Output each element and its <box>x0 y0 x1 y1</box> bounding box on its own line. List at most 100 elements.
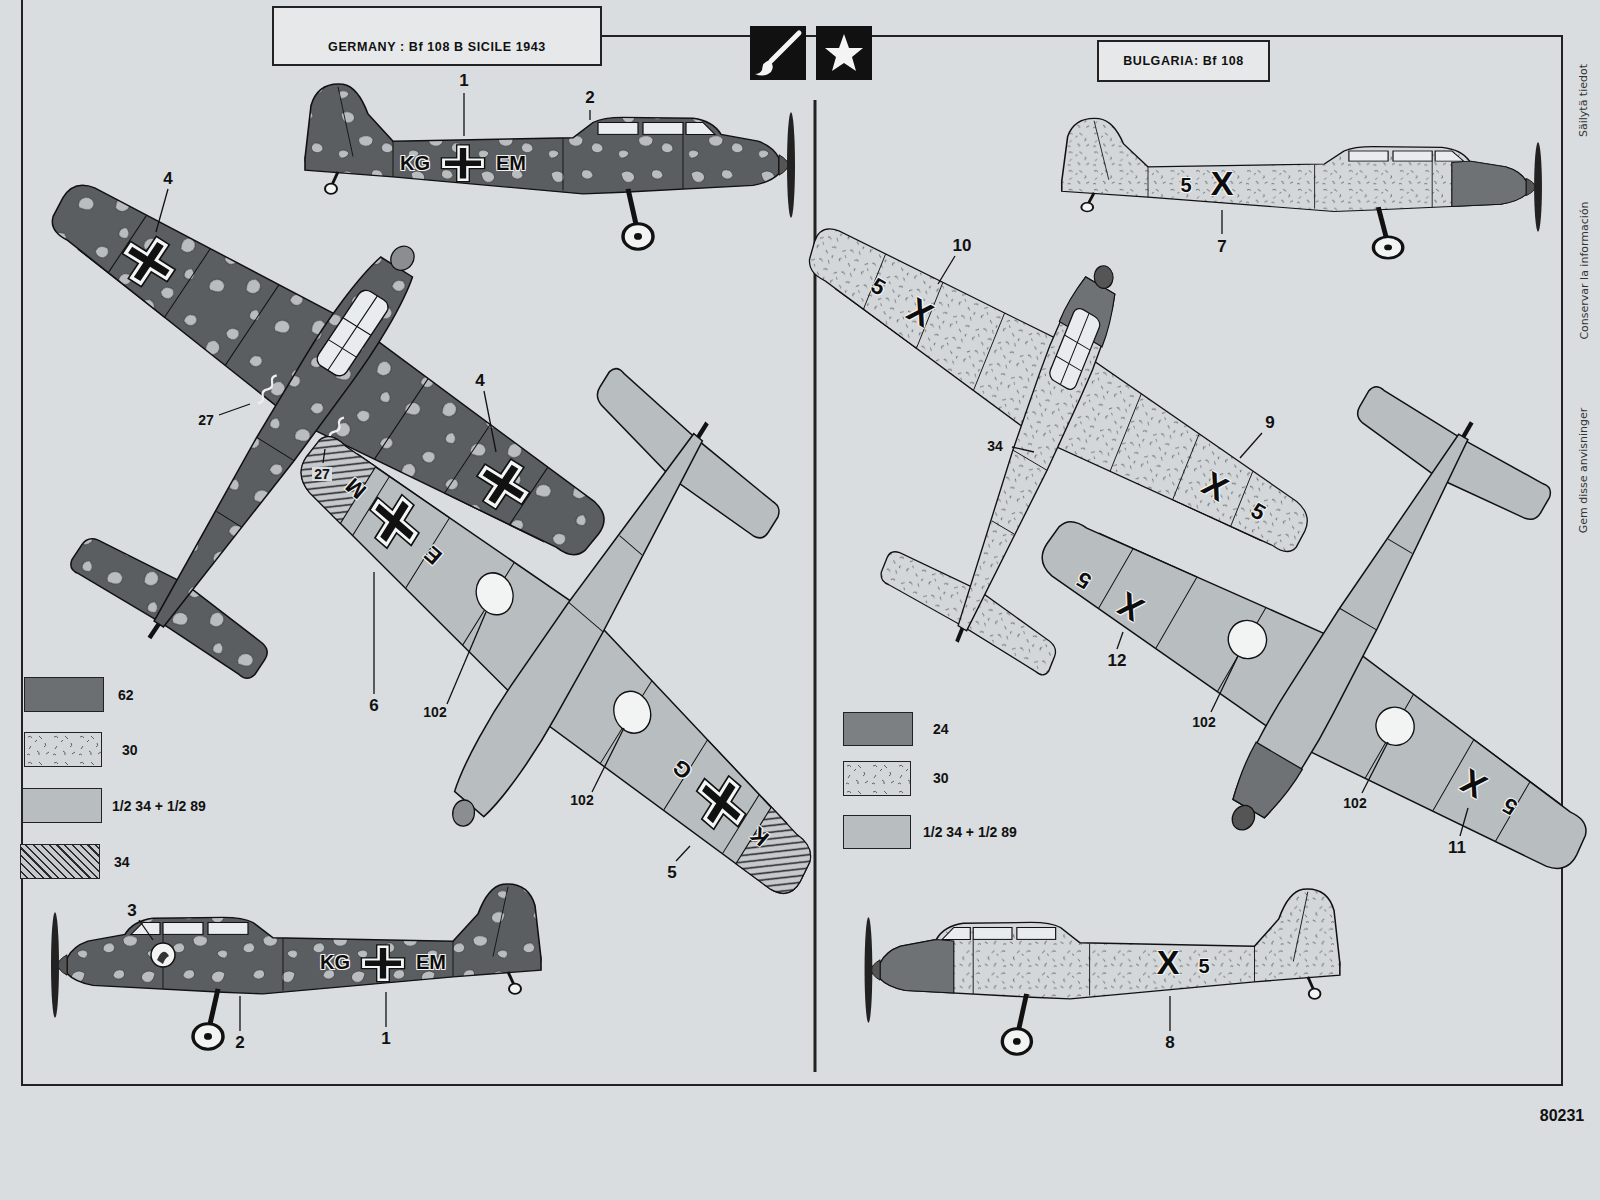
drawing-use <box>441 145 484 182</box>
drawing-use <box>136 253 420 639</box>
drawing-path <box>1012 447 1034 452</box>
drawing-use <box>1062 118 1527 211</box>
drawing-path <box>1117 632 1123 649</box>
drawing-use <box>325 172 653 249</box>
callout-number: 9 <box>1263 414 1276 431</box>
drawing-path <box>1240 433 1262 458</box>
drawing-path <box>589 110 590 120</box>
callout-number: 102 <box>1190 715 1217 729</box>
sheet-frame <box>22 0 1562 1085</box>
drawing-path <box>1211 656 1238 712</box>
drawing-use <box>67 884 541 994</box>
drawing-use <box>942 928 1055 940</box>
aircraft-marking: X <box>1211 166 1234 200</box>
drawing-use <box>361 945 404 982</box>
margin-note: Säilytä tiedot <box>1579 63 1590 136</box>
drawing-path <box>1460 808 1468 836</box>
drawing-use <box>687 763 755 842</box>
drawing-use <box>314 287 392 379</box>
callout-number: 4 <box>161 170 174 187</box>
side-view-german-left <box>51 884 541 1049</box>
legend-text: 1/2 34 + 1/2 89 <box>112 799 206 813</box>
aircraft-marking: KG <box>400 153 430 173</box>
drawing-path <box>676 846 690 861</box>
legend-swatch <box>24 732 102 767</box>
legend-text: 30 <box>933 771 949 785</box>
drawing-use <box>1002 977 1320 1054</box>
drawing-path <box>139 920 153 940</box>
drawing-path <box>771 33 799 61</box>
drawing-path <box>323 449 325 463</box>
drawing-path <box>755 60 773 76</box>
side-view-german-right <box>305 84 795 249</box>
callout-number: 10 <box>951 237 974 254</box>
drawing-path <box>156 189 168 232</box>
drawing-use <box>1048 306 1102 393</box>
callout-number: 8 <box>1163 1034 1176 1051</box>
drawing-path <box>592 728 624 792</box>
drawing-path <box>1221 210 1222 234</box>
legend-text: 1/2 34 + 1/2 89 <box>923 825 1017 839</box>
legend-swatch <box>843 761 911 796</box>
drawing-path <box>22 0 1562 1085</box>
callout-number: 1 <box>379 1030 392 1047</box>
drawing-use <box>386 242 419 275</box>
legend-text: 24 <box>933 722 949 736</box>
drawing-circle <box>607 683 658 742</box>
speckle-texture <box>25 733 102 767</box>
callout-number: 27 <box>312 467 332 481</box>
callout-number: 27 <box>196 413 216 427</box>
legend-swatch <box>20 844 100 879</box>
drawing-path <box>1169 996 1170 1031</box>
callout-number: 7 <box>1215 238 1228 255</box>
drawing-use <box>1349 151 1464 161</box>
unit-emblem <box>151 943 175 967</box>
aircraft-marking: 5 <box>1180 175 1191 195</box>
drawing-use <box>598 123 715 135</box>
drawing-use <box>305 84 779 194</box>
speckle-texture <box>844 762 911 796</box>
speckle-fill <box>844 762 911 796</box>
callout-number: 102 <box>568 793 595 807</box>
leader-lines <box>139 93 1468 1031</box>
aircraft-marking: KG <box>320 952 350 972</box>
aircraft-marking: EM <box>496 153 526 173</box>
callout-number: 2 <box>233 1034 246 1051</box>
drawing-use <box>865 917 881 1022</box>
drawing-path <box>157 952 169 964</box>
drawing-use <box>1081 193 1402 259</box>
plan-view-bottom-german <box>210 210 954 1036</box>
callout-number: 1 <box>457 72 470 89</box>
drawing-circle <box>469 564 520 623</box>
drawing-use <box>51 912 67 1017</box>
drawing-use <box>880 889 1340 999</box>
drawing-use <box>448 795 479 831</box>
callout-number: 6 <box>367 697 380 714</box>
title-box: GERMANY : Bf 108 B SICILE 1943 <box>272 6 602 66</box>
drawing-path <box>484 391 496 452</box>
drawing-circle <box>151 943 175 967</box>
callout-number: 34 <box>985 439 1005 453</box>
callout-number: 3 <box>125 902 138 919</box>
drawing-use <box>448 419 719 822</box>
drawing-path <box>938 256 955 284</box>
drawing-circle <box>1369 700 1421 752</box>
callout-number: 5 <box>665 864 678 881</box>
plan-view-bottom-bulgarian <box>972 267 1600 984</box>
decal-icon <box>816 26 872 80</box>
margin-note: Conservar la información <box>1579 201 1590 339</box>
drawing-use <box>880 939 954 993</box>
drawing-path <box>1362 742 1388 793</box>
drawing-rect <box>816 26 872 80</box>
title-text: GERMANY : Bf 108 B SICILE 1943 <box>328 40 546 54</box>
drawing-path <box>447 612 486 704</box>
title-text: BULGARIA: Bf 108 <box>1123 54 1244 68</box>
drawing-use <box>282 403 834 921</box>
drawing-use <box>1526 142 1542 231</box>
drawing-path <box>373 572 374 694</box>
callout-number: 4 <box>473 372 486 389</box>
drawing-use <box>467 449 540 519</box>
callout-number: 102 <box>421 705 448 719</box>
